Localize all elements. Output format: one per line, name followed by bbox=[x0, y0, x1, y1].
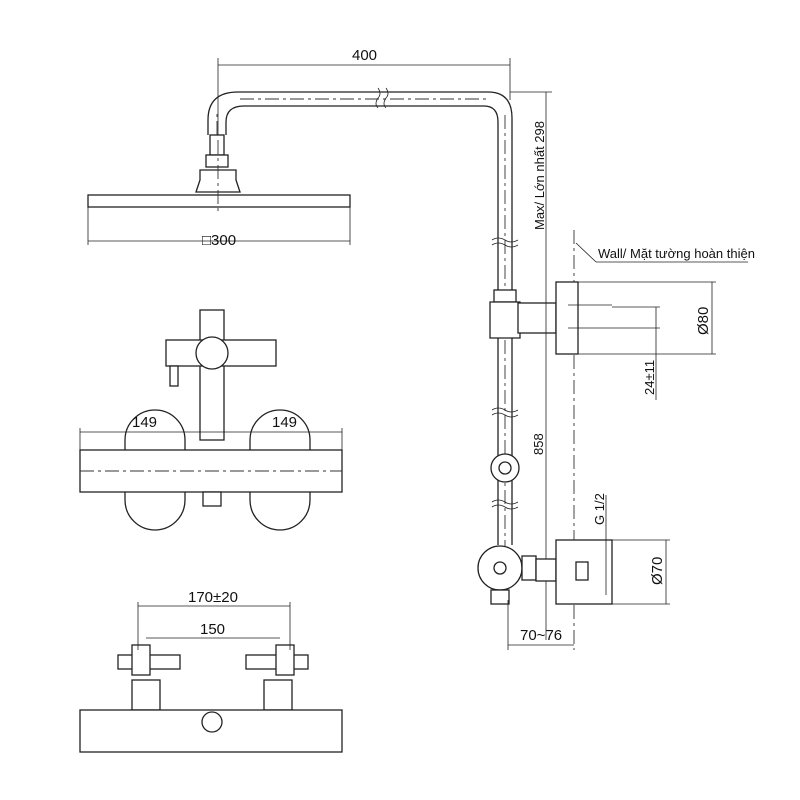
riser-height-label: 858 bbox=[531, 433, 546, 455]
riser-pipe bbox=[489, 237, 557, 545]
bracket-diameter-label: Ø80 bbox=[695, 307, 712, 335]
thread-label: G 1/2 bbox=[592, 493, 607, 525]
bracket-offset-label: 24±11 bbox=[642, 360, 657, 395]
right-span-label: 149 bbox=[272, 414, 297, 431]
mixer-top-view: 170±20 150 bbox=[79, 589, 343, 753]
wall-bracket: Ø80 24±11 bbox=[555, 281, 716, 400]
inlet-assembly: Ø70 G 1/2 70~76 bbox=[477, 493, 670, 650]
shower-head: □300 bbox=[87, 140, 351, 249]
inlet-spacing-outer-label: 170±20 bbox=[188, 589, 238, 606]
max-height-label: Max/ Lớn nhất 298 bbox=[532, 121, 547, 230]
wall-label: Wall/ Mặt tường hoàn thiện bbox=[598, 246, 755, 261]
wall-distance-label: 70~76 bbox=[520, 627, 562, 644]
dimension-400-label: 400 bbox=[352, 47, 377, 64]
left-span-label: 149 bbox=[132, 414, 157, 431]
head-size-label: □300 bbox=[202, 232, 236, 249]
inlet-spacing-inner-label: 150 bbox=[200, 621, 225, 638]
inlet-diameter-label: Ø70 bbox=[649, 557, 666, 585]
shower-arm bbox=[205, 87, 513, 600]
mixer-front-view: 149 149 bbox=[79, 309, 343, 531]
dimension-max-298: Max/ Lớn nhất 298 858 bbox=[510, 91, 552, 640]
dimension-400: 400 bbox=[217, 47, 511, 140]
